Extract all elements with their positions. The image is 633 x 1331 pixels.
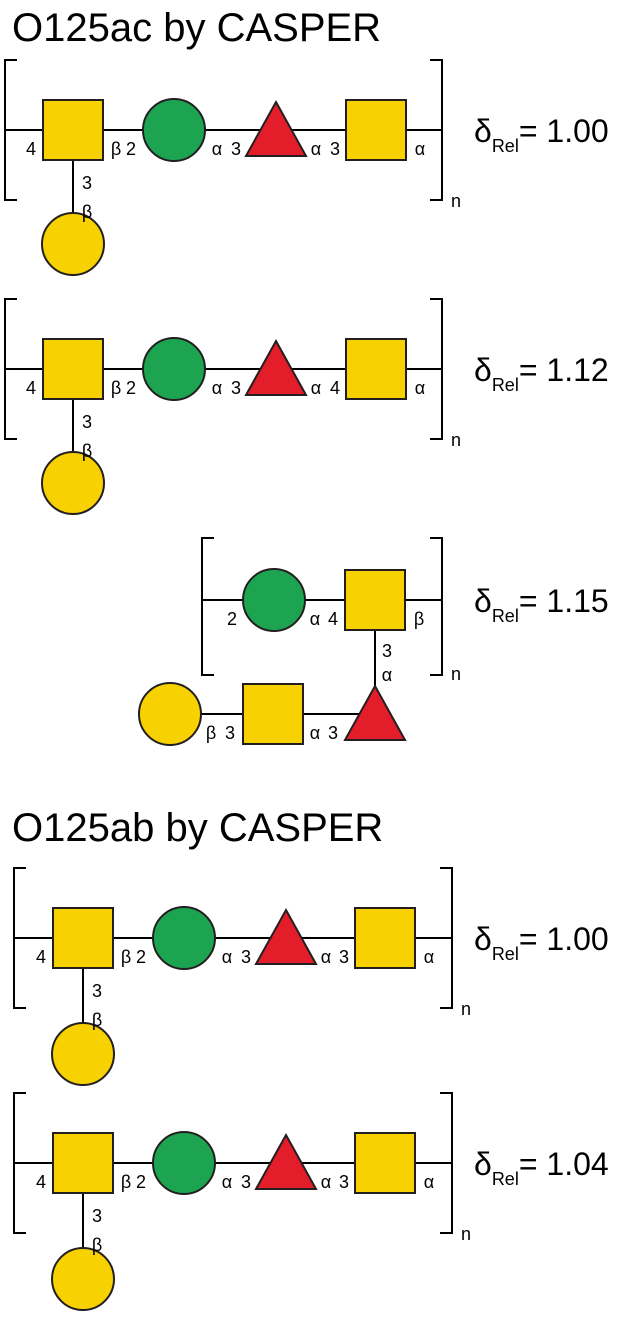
linkage-label: 3	[241, 947, 251, 967]
residue-yellow-square	[42, 99, 104, 161]
repeat-bracket-right	[430, 298, 443, 440]
linkage-label: α	[310, 609, 320, 629]
linkage-label: 3	[328, 723, 338, 743]
linkage-label: 3	[241, 1172, 251, 1192]
linkage-label: 3	[92, 981, 102, 1001]
linkage-label: 4	[26, 139, 36, 159]
residue-red-triangle	[254, 1132, 318, 1190]
delta-rel-label-0: δRel= 1.00	[474, 113, 609, 156]
linkage-label: α	[321, 1172, 331, 1192]
linkage-label: 3	[82, 412, 92, 432]
residue-yellow-square	[344, 569, 406, 631]
section-title-o125ab: O125ab by CASPER	[12, 806, 384, 850]
linkage-label: 2	[126, 378, 136, 398]
delta-rel-label-4: δRel= 1.04	[474, 1146, 609, 1189]
residue-yellow-circle	[41, 212, 105, 276]
linkage-label: α	[382, 665, 392, 685]
repeat-unit-n-4: n	[461, 1224, 471, 1244]
linkage-label: α	[424, 1172, 434, 1192]
residue-yellow-square	[354, 1132, 416, 1194]
repeat-bracket-right	[430, 59, 443, 201]
repeat-unit-n-2: n	[451, 664, 461, 684]
linkage-label: 3	[231, 378, 241, 398]
repeat-bracket-right	[440, 1092, 453, 1234]
residue-yellow-square	[345, 99, 407, 161]
residue-green-circle	[242, 568, 306, 632]
linkage-label: 2	[136, 947, 146, 967]
linkage-label: α	[311, 378, 321, 398]
residue-yellow-square	[42, 338, 104, 400]
residue-red-triangle	[343, 683, 407, 741]
residue-green-circle	[152, 1131, 216, 1195]
linkage-label: β	[121, 1172, 131, 1192]
linkage-label: 4	[26, 378, 36, 398]
repeat-bracket-right	[440, 867, 453, 1009]
linkage-label: 4	[328, 609, 338, 629]
residue-red-triangle	[254, 907, 318, 965]
repeat-unit-n-1: n	[451, 430, 461, 450]
linkage-label: α	[415, 139, 425, 159]
linkage-label: 2	[227, 609, 237, 629]
residue-yellow-square	[52, 1132, 114, 1194]
linkage-label: β	[206, 723, 216, 743]
linkage-label: 4	[36, 1172, 46, 1192]
linkage-label: α	[415, 378, 425, 398]
linkage-label: 3	[330, 139, 340, 159]
residue-yellow-circle	[138, 682, 202, 746]
linkage-label: β	[414, 609, 424, 629]
repeat-bracket-right	[430, 537, 443, 676]
repeat-bracket-left	[4, 59, 17, 201]
residue-green-circle	[142, 98, 206, 162]
linkage-label: β	[121, 947, 131, 967]
linkage-label: β	[82, 441, 92, 461]
linkage-label: α	[222, 1172, 232, 1192]
linkage-label: β	[111, 139, 121, 159]
residue-yellow-square	[52, 907, 114, 969]
repeat-bracket-left	[4, 298, 17, 440]
repeat-unit-n-3: n	[461, 999, 471, 1019]
linkage-label: 3	[339, 1172, 349, 1192]
linkage-label: β	[92, 1235, 102, 1255]
residue-yellow-square	[242, 683, 304, 745]
linkage-label: α	[321, 947, 331, 967]
linkage-label: α	[310, 723, 320, 743]
delta-rel-label-3: δRel= 1.00	[474, 921, 609, 964]
residue-green-circle	[142, 337, 206, 401]
linkage-label: 3	[382, 641, 392, 661]
linkage-label: 3	[339, 947, 349, 967]
section-title-o125ac: O125ac by CASPER	[12, 6, 382, 50]
residue-yellow-circle	[51, 1022, 115, 1086]
residue-yellow-square	[354, 907, 416, 969]
linkage-label: β	[82, 202, 92, 222]
residue-green-circle	[152, 906, 216, 970]
linkage-label: 4	[36, 947, 46, 967]
linkage-label: β	[111, 378, 121, 398]
linkage-label: α	[311, 139, 321, 159]
repeat-bracket-left	[13, 867, 26, 1009]
linkage-label: α	[424, 947, 434, 967]
linkage-label: α	[212, 139, 222, 159]
linkage-label: 3	[225, 723, 235, 743]
residue-yellow-circle	[51, 1247, 115, 1311]
linkage-label: 2	[136, 1172, 146, 1192]
repeat-bracket-left	[201, 537, 214, 676]
repeat-bracket-left	[13, 1092, 26, 1234]
linkage-label: 3	[92, 1206, 102, 1226]
residue-red-triangle	[244, 99, 308, 157]
delta-rel-label-2: δRel= 1.15	[474, 583, 609, 626]
linkage-label: α	[222, 947, 232, 967]
repeat-unit-n-0: n	[451, 191, 461, 211]
linkage-label: 2	[126, 139, 136, 159]
delta-rel-label-1: δRel= 1.12	[474, 352, 609, 395]
residue-yellow-circle	[41, 451, 105, 515]
residue-red-triangle	[244, 338, 308, 396]
residue-yellow-square	[345, 338, 407, 400]
linkage-label: 4	[330, 378, 340, 398]
linkage-label: α	[212, 378, 222, 398]
linkage-label: β	[92, 1010, 102, 1030]
linkage-label: 3	[231, 139, 241, 159]
linkage-label: 3	[82, 173, 92, 193]
